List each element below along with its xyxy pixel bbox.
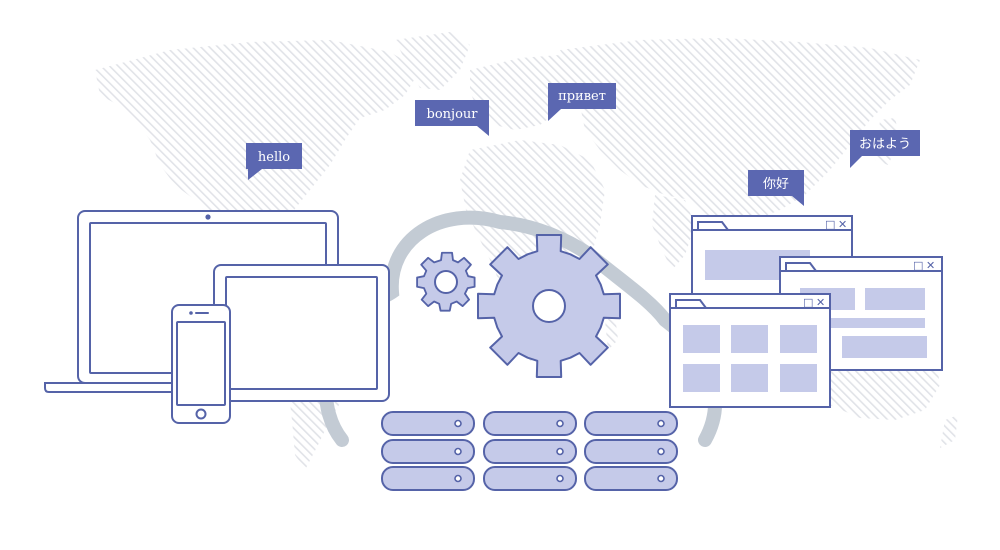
server-icon: [381, 411, 475, 436]
gear-icon: [477, 234, 621, 378]
greeting-text: привет: [558, 89, 606, 104]
laptop-icon: [44, 210, 371, 393]
greeting-text: 你好: [763, 177, 789, 192]
maximize-icon: □: [913, 259, 923, 272]
server-icon: [381, 439, 475, 464]
server-rack: [381, 411, 678, 491]
maximize-icon: □: [825, 218, 835, 231]
greeting-text: bonjour: [427, 107, 479, 122]
browser-window-icon: [669, 215, 943, 408]
greeting-bubble-nihao: 你好: [748, 170, 804, 206]
close-icon: ✕: [838, 218, 847, 231]
close-icon: ✕: [816, 296, 825, 309]
greeting-text: hello: [258, 150, 290, 165]
server-icon: [483, 466, 577, 491]
server-icon: [584, 411, 678, 436]
greeting-bubble-privet: привет: [548, 83, 616, 121]
server-icon: [584, 439, 678, 464]
smartphone-icon: [171, 304, 231, 424]
gear-icon: [416, 251, 476, 312]
greeting-bubble-ohayou: おはよう: [850, 130, 920, 168]
server-icon: [483, 439, 577, 464]
minimize-icon: _: [813, 218, 820, 231]
maximize-icon: □: [803, 296, 813, 309]
greeting-bubble-hello: hello: [246, 143, 302, 180]
minimize-icon: _: [901, 259, 908, 272]
server-icon: [483, 411, 577, 436]
close-icon: ✕: [926, 259, 935, 272]
greeting-bubble-bonjour: bonjour: [415, 100, 489, 136]
tablet-icon: [213, 264, 390, 402]
greeting-text: おはよう: [859, 137, 911, 152]
server-icon: [584, 466, 678, 491]
server-icon: [381, 466, 475, 491]
window-controls: _ □ ✕ _ □ ✕ _ □ ✕: [791, 218, 935, 309]
minimize-icon: _: [791, 296, 798, 309]
